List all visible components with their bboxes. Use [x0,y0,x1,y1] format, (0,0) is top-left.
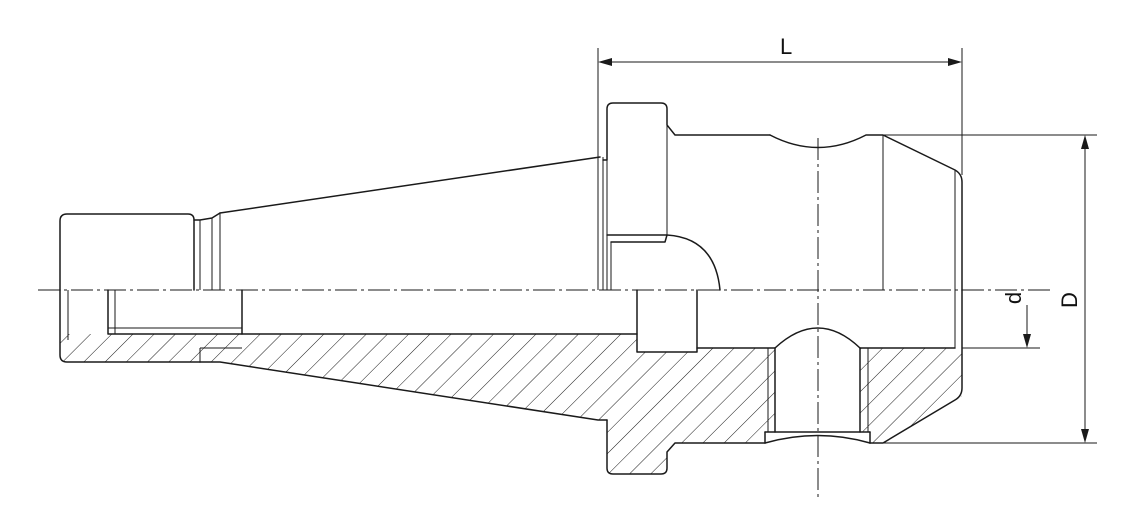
dimension-L: L [597,34,963,175]
dimension-label-d: d [1001,292,1026,304]
dimension-label-L: L [780,34,792,59]
dimension-label-D: D [1057,292,1082,308]
dimension-D: D [883,134,1097,444]
tool-holder-outline [59,102,963,475]
section-hatching [60,334,962,474]
dimension-d: d [962,292,1040,349]
centerlines [38,138,1052,500]
